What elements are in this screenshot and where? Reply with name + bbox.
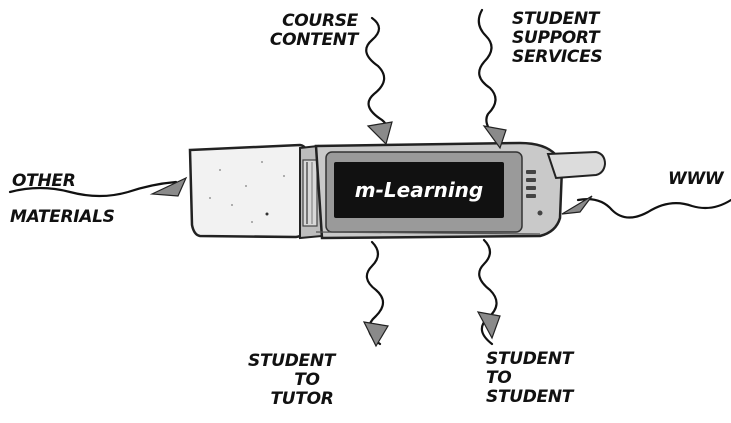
connector-www xyxy=(578,199,731,217)
label-course-content: COURSE CONTENT xyxy=(246,12,358,50)
center-label: m-Learning xyxy=(355,178,483,202)
label-other: OTHER xyxy=(12,172,75,191)
label-materials: MATERIALS xyxy=(10,208,115,227)
label-student-to-tutor: STUDENT TO TUTOR xyxy=(248,352,344,409)
label-student-support: STUDENT SUPPORT SERVICES xyxy=(512,10,602,67)
connector-course-content xyxy=(366,18,387,140)
label-www: WWW xyxy=(668,170,723,189)
connector-student-support xyxy=(479,10,498,140)
arrow-student-tutor xyxy=(364,322,388,346)
arrow-www xyxy=(562,196,592,214)
arrow-course-content xyxy=(368,122,392,144)
arrow-student-student xyxy=(478,312,500,338)
phone-flip-cover xyxy=(190,145,308,237)
arrow-other-materials xyxy=(152,178,186,196)
phone-antenna xyxy=(548,152,605,178)
label-student-to-student: STUDENT TO STUDENT xyxy=(486,350,573,407)
